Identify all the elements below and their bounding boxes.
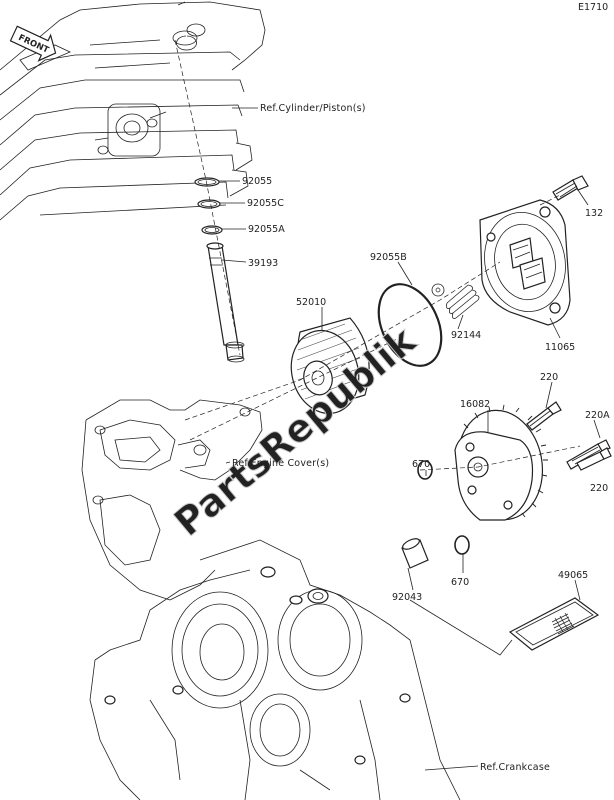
spring-illustration (446, 284, 480, 319)
oil-filter-illustration (290, 317, 370, 415)
part-label-132: 132 (585, 208, 603, 219)
part-label-670-lower: 670 (451, 577, 469, 588)
part-label-92055a: 92055A (248, 224, 285, 235)
part-label-220-bottom: 220 (590, 483, 608, 494)
part-label-92043: 92043 (392, 592, 422, 603)
filter-cover-illustration (479, 199, 571, 326)
oil-pump-illustration (454, 404, 548, 521)
part-label-39193: 39193 (248, 258, 278, 269)
bolt-220-illustration (526, 401, 562, 431)
oil-pipe-assembly (194, 177, 245, 363)
part-label-220a: 220A (585, 410, 610, 421)
part-label-52010: 52010 (296, 297, 326, 308)
oil-screen-illustration (508, 597, 600, 651)
bolt-132-illustration (552, 175, 589, 201)
gear-icon (431, 283, 445, 297)
o-ring-670-lower (454, 535, 470, 555)
ref-engine-cover-label: Ref.Engine Cover(s) (232, 458, 329, 469)
part-label-92055b: 92055B (370, 252, 407, 263)
crankcase-illustration (89, 539, 461, 800)
ref-crankcase-label: Ref.Crankcase (480, 762, 550, 773)
cylinder-illustration (0, 1, 266, 221)
diagram-code: E1710 (578, 2, 608, 13)
ref-cylinder-label: Ref.Cylinder/Piston(s) (260, 103, 366, 114)
part-label-49065: 49065 (558, 570, 588, 581)
part-label-220-top: 220 (540, 372, 558, 383)
part-label-670-upper: 670 (412, 459, 430, 470)
part-label-92055c: 92055C (247, 198, 284, 209)
large-o-ring (377, 283, 443, 367)
part-label-11065: 11065 (545, 342, 575, 353)
engine-cover-illustration (81, 399, 263, 601)
part-label-92055: 92055 (242, 176, 272, 187)
part-label-16082: 16082 (460, 399, 490, 410)
bolt-220b-illustration (576, 447, 612, 471)
part-label-92144: 92144 (451, 330, 481, 341)
o-ring-670-upper (417, 460, 433, 480)
leader-lines (174, 39, 601, 771)
dowel-pin-illustration (401, 538, 429, 569)
